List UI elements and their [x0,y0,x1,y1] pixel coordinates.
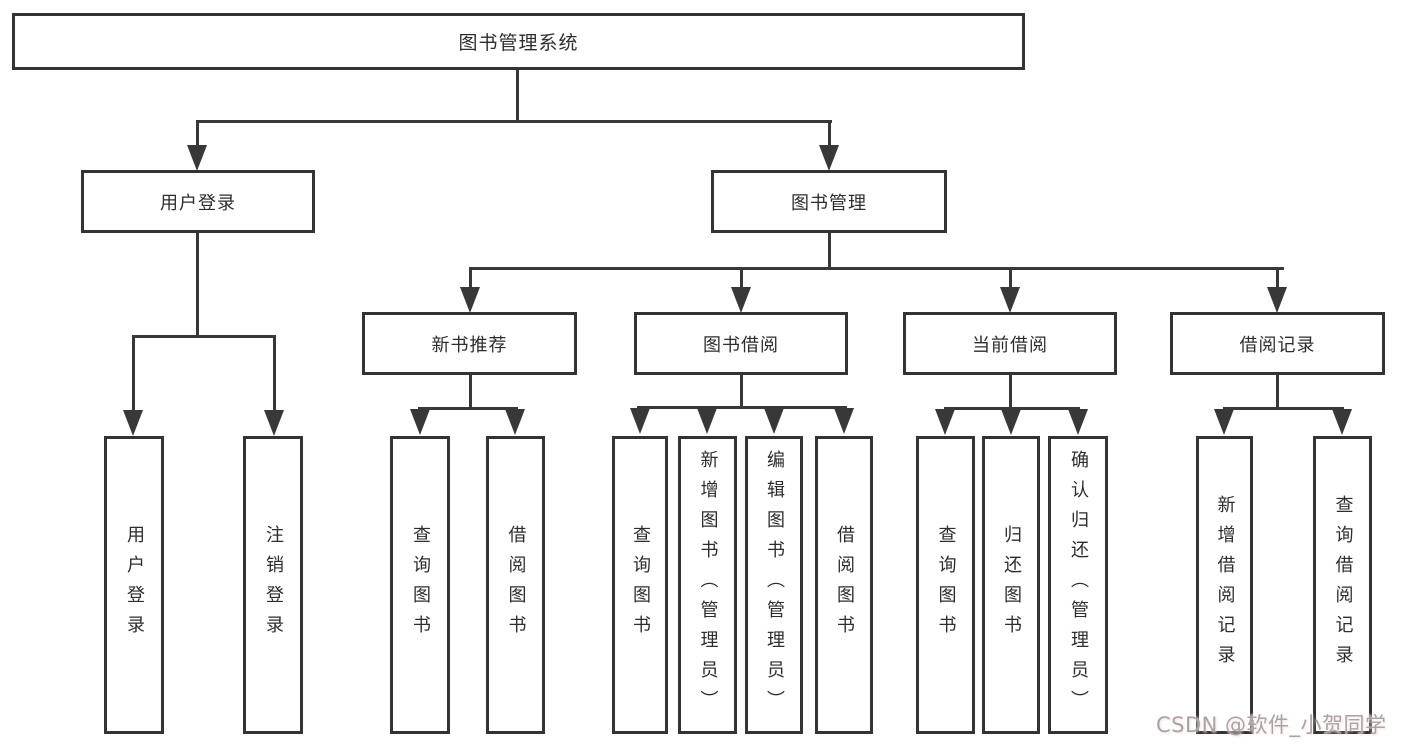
connector-to-book-management [828,120,831,150]
arrow-down-icon [123,410,143,436]
connector-stem [740,375,743,409]
connector-user-login-stem [196,233,199,338]
leaf-logout: 注销登录 [243,436,303,734]
connector-stem [1276,375,1279,409]
arrow-down-icon [697,408,717,434]
leaf-label: 查询图书 [410,525,431,645]
leaf-confirm-return-admin: 确认归还（管理员） [1048,436,1108,734]
leaf-label: 查询图书 [935,525,957,645]
node-label: 新书推荐 [431,334,508,356]
leaf-edit-book-admin: 编辑图书（管理员） [745,436,803,734]
leaf-label: 查询借阅记录 [1332,495,1354,675]
arrow-down-icon [1000,287,1020,313]
leaf-borrow-books-recommend: 借阅图书 [486,436,545,734]
node-library-management-system: 图书管理系统 [12,13,1025,70]
arrow-down-icon [1001,409,1021,435]
arrow-down-icon [1214,409,1234,435]
arrow-down-icon [819,145,839,171]
arrow-down-icon [935,409,955,435]
node-current-borrowing: 当前借阅 [903,312,1117,375]
connector-user-login-rail [132,335,276,338]
leaf-query-books-current: 查询图书 [916,436,975,734]
connector-stem [469,375,472,410]
leaf-user-login: 用户登录 [104,436,164,734]
connector-root-rail [196,120,832,123]
arrow-down-icon [1267,287,1287,313]
arrow-down-icon [187,145,207,171]
connector-to-leaf [273,335,276,412]
leaf-query-borrow-record: 查询借阅记录 [1313,436,1372,734]
leaf-label: 借阅图书 [834,525,855,645]
leaf-label: 用户登录 [124,525,145,645]
leaf-label: 查询图书 [630,525,651,645]
leaf-label: 注销登录 [263,525,284,645]
connector-to-leaf [132,335,135,412]
connector-to-node [1009,267,1012,290]
connector-root-stem [516,70,519,122]
connector-rail [1223,407,1344,410]
arrow-down-icon [1068,409,1088,435]
node-book-management: 图书管理 [711,170,947,233]
arrow-down-icon [834,408,854,434]
arrow-down-icon [764,408,784,434]
watermark: CSDN @软件_小贺同学 [1156,713,1387,737]
node-label: 借阅记录 [1239,334,1316,356]
connector-book-mgmt-rail [469,267,1284,270]
leaf-label: 编辑图书（管理员） [764,450,785,720]
node-new-book-recommendation: 新书推荐 [362,312,577,375]
leaf-label: 归还图书 [1001,525,1022,645]
node-label: 当前借阅 [972,334,1048,356]
connector-rail [944,407,1080,410]
connector-book-mgmt-stem [828,233,831,270]
leaf-borrow-books: 借阅图书 [815,436,873,734]
connector-rail [637,406,847,409]
leaf-query-books-recommend: 查询图书 [390,436,450,734]
leaf-add-book-admin: 新增图书（管理员） [678,436,737,734]
arrow-down-icon [630,408,650,434]
arrow-down-icon [1332,409,1352,435]
arrow-down-icon [410,409,430,435]
node-borrowing-records: 借阅记录 [1170,312,1385,375]
node-label: 图书管理 [791,192,867,214]
arrow-down-icon [505,409,525,435]
connector-stem [1009,375,1012,409]
leaf-query-books-borrowing: 查询图书 [612,436,668,734]
arrow-down-icon [731,287,751,313]
leaf-add-borrow-record: 新增借阅记录 [1196,436,1253,734]
node-book-borrowing: 图书借阅 [634,312,848,375]
leaf-label: 新增图书（管理员） [697,450,719,720]
node-user-login: 用户登录 [81,170,315,233]
leaf-label: 借阅图书 [505,525,527,645]
arrow-down-icon [264,410,284,436]
leaf-return-book: 归还图书 [982,436,1040,734]
leaf-label: 确认归还（管理员） [1068,450,1089,720]
node-label: 图书借阅 [703,334,779,356]
connector-to-user-login [196,120,199,150]
connector-to-node [1276,267,1279,290]
node-label: 图书管理系统 [458,32,579,54]
connector-to-node [740,267,743,290]
node-label: 用户登录 [160,192,236,214]
leaf-label: 新增借阅记录 [1214,495,1236,675]
connector-rail [418,407,518,410]
arrow-down-icon [460,287,480,313]
connector-to-node [469,267,472,290]
